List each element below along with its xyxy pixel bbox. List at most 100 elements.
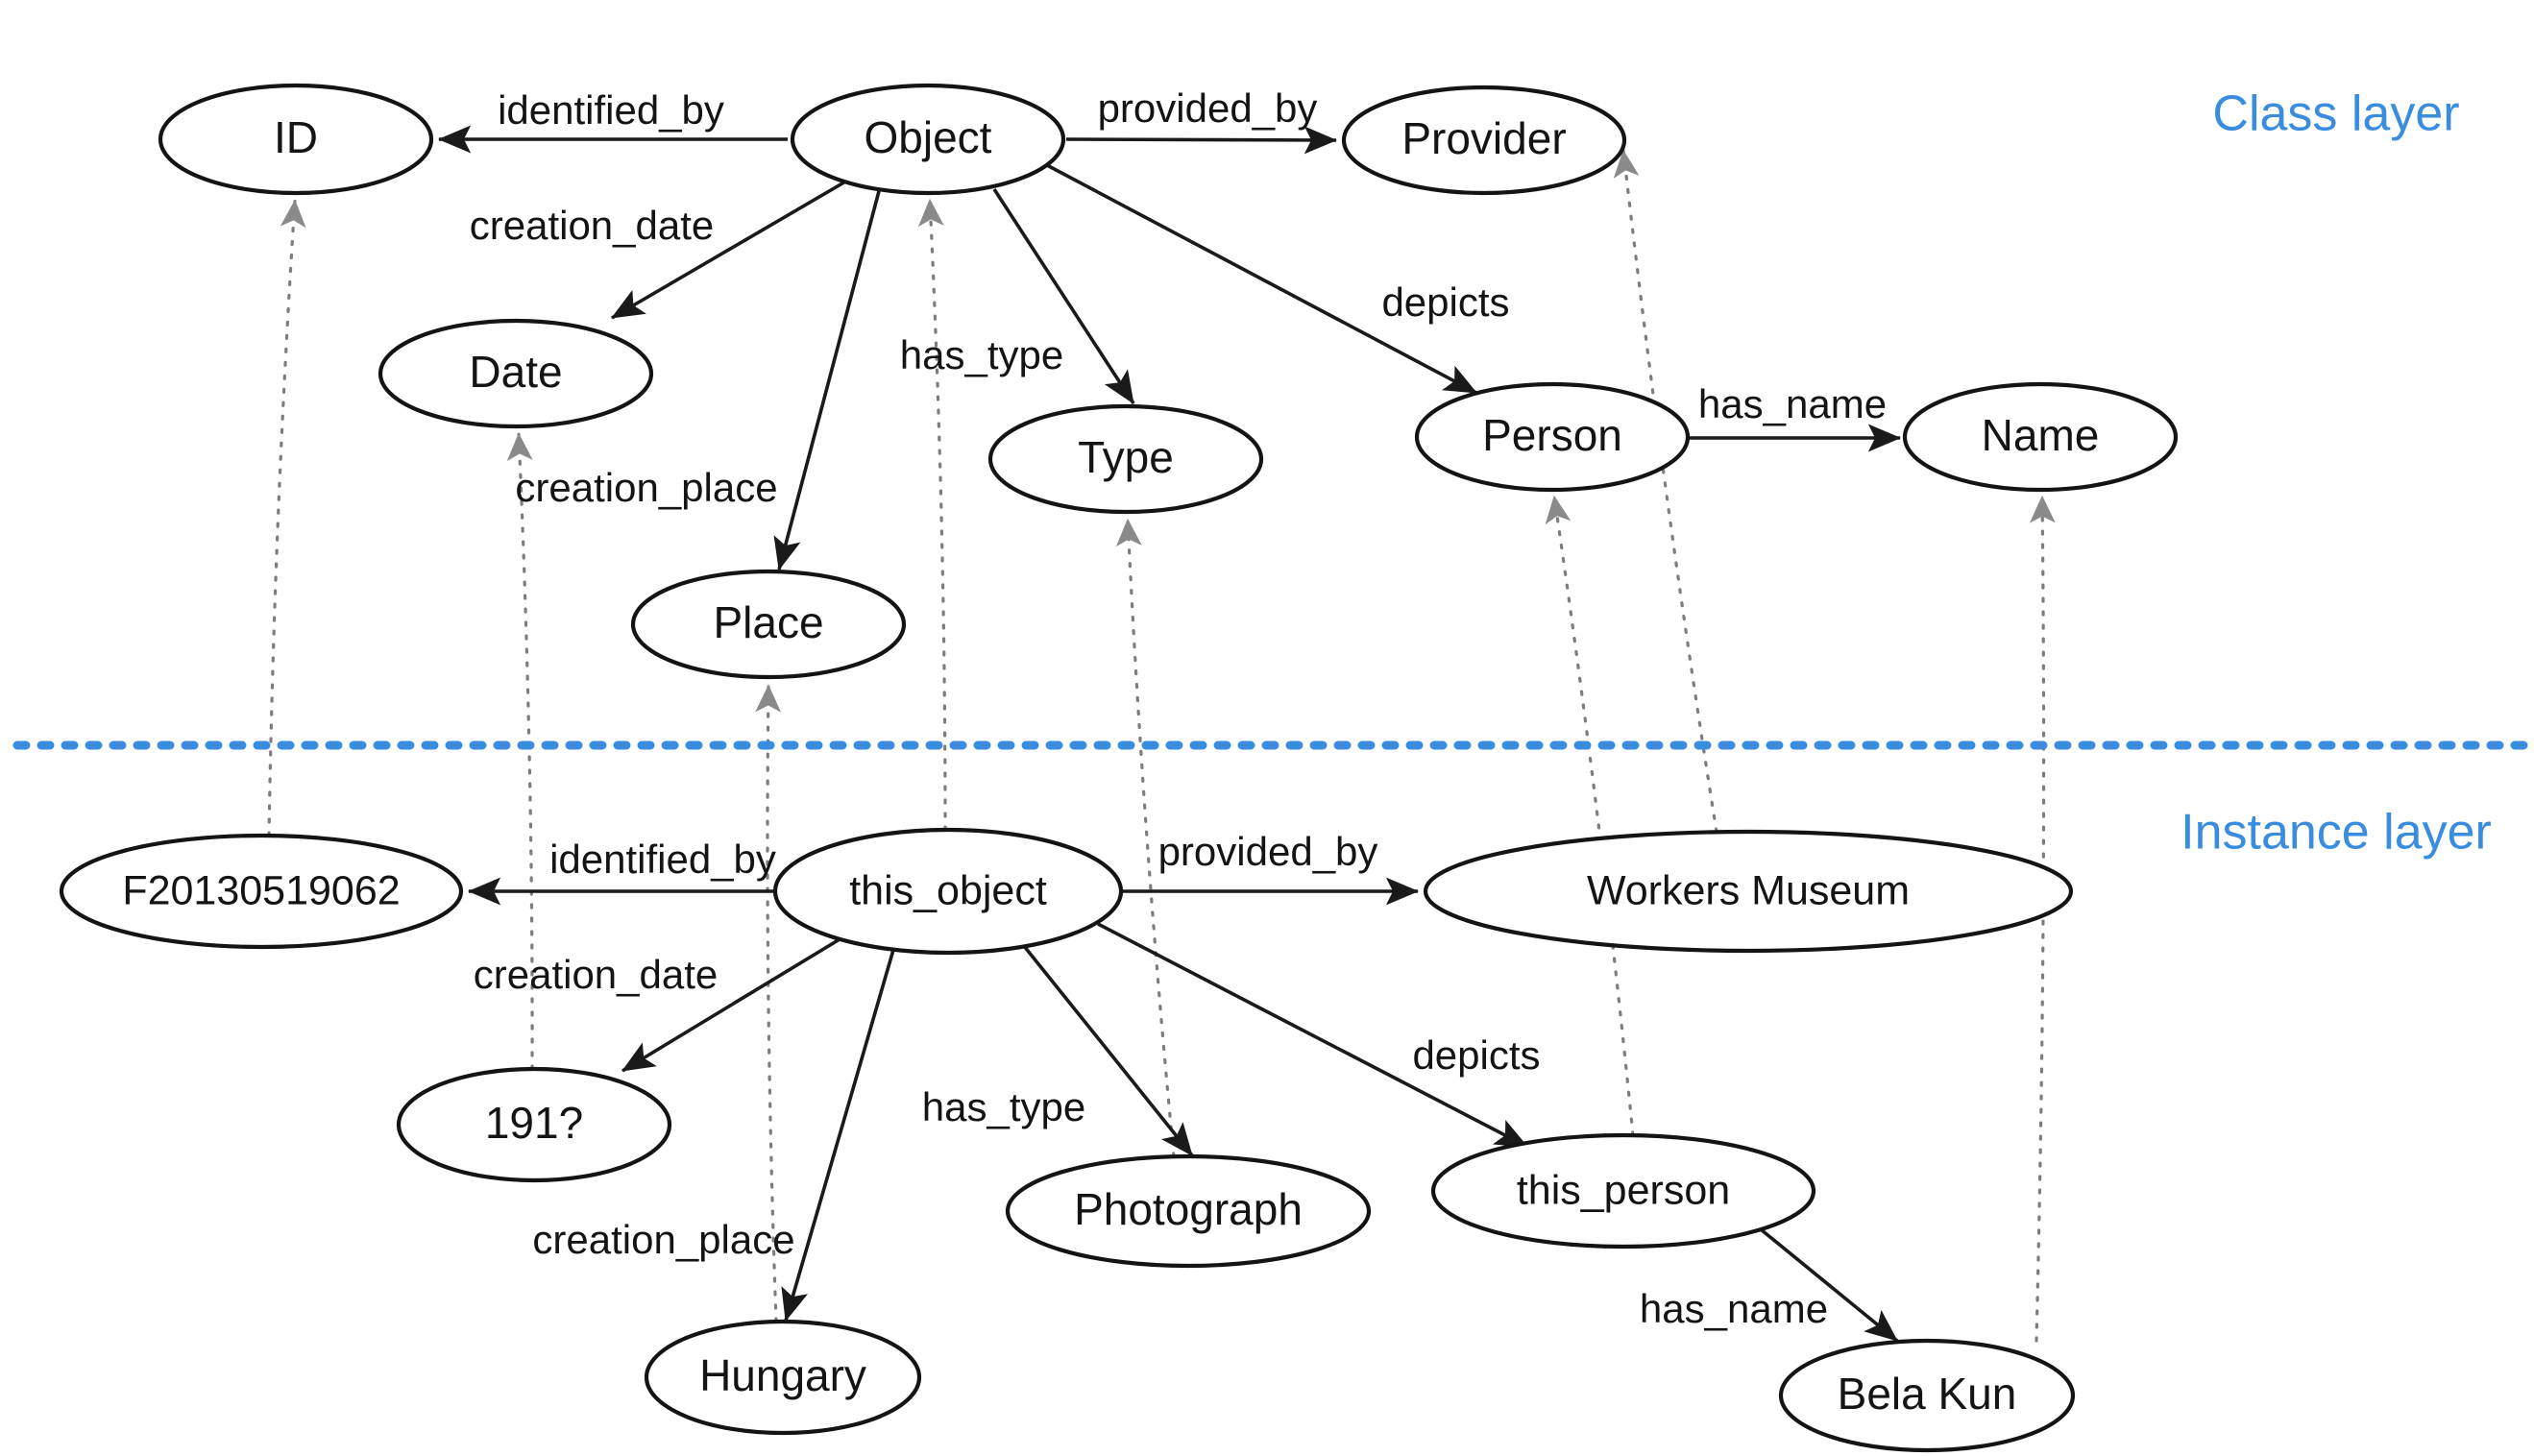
layer-label-instance: Instance layer	[2181, 805, 2492, 861]
edge-arrow	[1022, 944, 1194, 1157]
node-ellipse[interactable]	[644, 1319, 922, 1436]
node-label: Object	[865, 112, 992, 162]
edge-label: identified_by	[549, 837, 776, 882]
instance-node-f20130519062[interactable]: F20130519062	[59, 833, 464, 950]
layer-label-class: Class layer	[2212, 86, 2459, 142]
class-node-provider[interactable]: Provider	[1341, 85, 1627, 196]
instance-of-link	[917, 198, 947, 832]
edge-label: has_type	[922, 1084, 1085, 1129]
node-ellipse[interactable]	[1423, 829, 2074, 954]
class-node-place[interactable]: Place	[630, 569, 907, 680]
node-ellipse[interactable]	[1902, 381, 2179, 493]
node-label: Bela Kun	[1838, 1369, 2017, 1419]
node-label: Photograph	[1074, 1184, 1303, 1234]
edge-arrow	[1065, 126, 1338, 155]
node-label: Person	[1482, 410, 1622, 460]
instance-of-link	[2029, 495, 2056, 1343]
class-edge: provided_by	[1065, 85, 1338, 155]
node-ellipse[interactable]	[790, 83, 1066, 196]
node-ellipse[interactable]	[630, 569, 907, 680]
instance-node-this_person[interactable]: this_person	[1430, 1132, 1816, 1250]
edge-label: has_name	[1698, 381, 1887, 426]
instance-node-belakun[interactable]: Bela Kun	[1778, 1338, 2076, 1453]
node-ellipse[interactable]	[1414, 381, 1691, 493]
edge-arrow	[621, 934, 845, 1073]
node-label: 191?	[485, 1098, 583, 1148]
instance-node-hungary[interactable]: Hungary	[644, 1319, 922, 1436]
edge-label: creation_place	[532, 1217, 794, 1262]
instance-edge: depicts	[1097, 922, 1541, 1149]
node-label: Name	[1982, 410, 2100, 460]
node-ellipse[interactable]	[378, 318, 654, 429]
instance-edge: has_type	[922, 944, 1194, 1157]
edge-label: creation_place	[515, 465, 777, 510]
instance-of-arrow	[267, 199, 306, 837]
class-edge: creation_place	[515, 190, 881, 571]
node-ellipse[interactable]	[59, 833, 464, 950]
class-node-id[interactable]: ID	[158, 83, 434, 196]
edge-arrow	[1097, 922, 1528, 1149]
instance-of-arrow	[1545, 495, 1635, 1137]
edge-label: provided_by	[1098, 85, 1318, 131]
node-ellipse[interactable]	[158, 83, 434, 196]
class-node-name[interactable]: Name	[1902, 381, 2179, 493]
instance-of-links-group	[267, 149, 2056, 1343]
class-node-object[interactable]: Object	[790, 83, 1066, 196]
instance-edge: creation_date	[474, 934, 845, 1073]
class-edge: has_type	[900, 188, 1135, 404]
edge-label: has_type	[900, 332, 1063, 377]
instance-of-link	[1545, 495, 1635, 1137]
edge-arrow	[992, 188, 1135, 404]
node-ellipse[interactable]	[987, 403, 1264, 515]
instance-of-arrow	[2029, 495, 2056, 1343]
class-node-person[interactable]: Person	[1414, 381, 1691, 493]
node-label: Provider	[1401, 113, 1566, 163]
edge-label: depicts	[1412, 1032, 1540, 1078]
instance-of-arrow	[1613, 149, 1718, 834]
instance-edge: creation_place	[532, 949, 895, 1323]
edge-label: creation_date	[474, 952, 719, 997]
node-ellipse[interactable]	[1341, 85, 1627, 196]
edge-label: has_name	[1640, 1286, 1828, 1331]
node-label: this_object	[849, 867, 1047, 913]
node-ellipse[interactable]	[1430, 1132, 1816, 1250]
class-edge: has_name	[1688, 381, 1902, 452]
node-label: Hungary	[699, 1350, 866, 1400]
node-label: Workers Museum	[1587, 867, 1910, 913]
instance-node-photograph[interactable]: Photograph	[1005, 1153, 1372, 1269]
node-label: ID	[274, 112, 318, 162]
node-ellipse[interactable]	[772, 827, 1124, 956]
node-label: Type	[1078, 432, 1174, 482]
edge-arrow	[611, 179, 848, 320]
node-ellipse[interactable]	[1778, 1338, 2076, 1453]
instance-node-workersmuseum[interactable]: Workers Museum	[1423, 829, 2074, 954]
instance-of-link	[267, 199, 306, 837]
edge-arrow	[773, 190, 881, 571]
instance-edge: identified_by	[467, 837, 776, 906]
class-node-type[interactable]: Type	[987, 403, 1264, 515]
class-edge: depicts	[1046, 163, 1510, 395]
instance-of-arrow	[917, 198, 947, 832]
instance-node-this_object[interactable]: this_object	[772, 827, 1124, 956]
instance-node-191q[interactable]: 191?	[396, 1066, 672, 1183]
edge-label: provided_by	[1158, 829, 1378, 874]
edge-label: identified_by	[498, 87, 724, 133]
edge-arrow	[1046, 163, 1477, 395]
instance-edge: has_name	[1640, 1227, 1899, 1343]
class-node-date[interactable]: Date	[378, 318, 654, 429]
edge-label: creation_date	[470, 203, 715, 248]
node-label: Place	[713, 597, 823, 647]
edge-arrow	[1759, 1227, 1899, 1343]
node-ellipse[interactable]	[1005, 1153, 1372, 1269]
class-edge: creation_date	[470, 179, 848, 320]
edge-arrow	[781, 949, 895, 1323]
instance-edge: provided_by	[1120, 829, 1420, 906]
node-label: F20130519062	[122, 867, 400, 913]
node-ellipse[interactable]	[396, 1066, 672, 1183]
node-label: this_person	[1517, 1167, 1730, 1213]
